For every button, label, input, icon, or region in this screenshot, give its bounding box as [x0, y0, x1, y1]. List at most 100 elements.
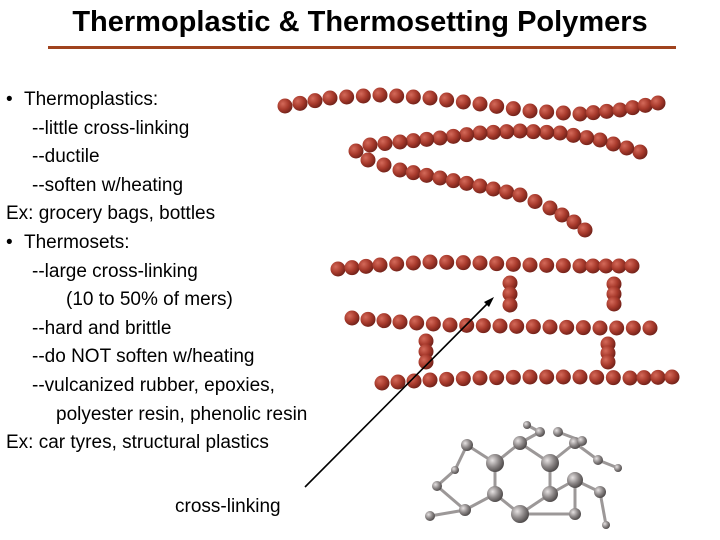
chain-bead: [575, 320, 591, 336]
chain-bead: [419, 167, 435, 183]
chain-bead: [625, 100, 641, 116]
molecule-atom: [425, 511, 435, 521]
chain-bead: [609, 320, 625, 336]
chain-bead: [492, 318, 508, 334]
chain-bead: [376, 157, 392, 173]
chain-bead: [442, 317, 458, 333]
chain-bead: [439, 92, 455, 108]
chain-bead: [472, 370, 488, 386]
chain-bead: [539, 369, 555, 385]
sub-item: --soften w/heating: [32, 174, 184, 196]
chain-bead: [499, 184, 515, 200]
chain-bead: [592, 320, 608, 336]
chain-bead: [542, 200, 558, 216]
chain-bead: [372, 257, 388, 273]
chain-bead: [522, 257, 538, 273]
chain-bead: [374, 375, 390, 391]
chain-bead: [322, 90, 338, 106]
chain-bead: [502, 297, 518, 313]
chain-bead: [418, 333, 434, 349]
chain-bead: [642, 320, 658, 336]
molecule-atom: [535, 427, 545, 437]
chain-bead: [600, 354, 616, 370]
chain-bead: [585, 258, 601, 274]
chain-bead: [512, 187, 528, 203]
chain-bead: [330, 261, 346, 277]
chain-bead: [542, 319, 558, 335]
bullet-marker: •: [6, 89, 13, 110]
cross-linked-molecule: [425, 421, 622, 529]
molecule-atom: [459, 504, 471, 516]
chain-bead: [439, 371, 455, 387]
title-underline: [48, 46, 676, 49]
chain-bead: [525, 124, 541, 140]
chain-bead: [432, 130, 448, 146]
chain-bead: [525, 319, 541, 335]
chain-bead: [555, 258, 571, 274]
chain-bead: [539, 257, 555, 273]
sub-item: --large cross-linking: [32, 260, 198, 282]
chain-bead: [459, 127, 475, 143]
chain-bead: [377, 136, 393, 151]
chain-bead: [422, 90, 438, 106]
polymer-chains: [277, 87, 680, 391]
chain-bead: [292, 95, 308, 111]
chain-bead: [505, 101, 521, 117]
chain-bead: [422, 254, 438, 270]
chain-bead: [509, 318, 525, 334]
chain-bead: [358, 258, 374, 274]
chain-bead: [505, 369, 521, 385]
molecule-atom: [614, 464, 622, 472]
chain-bead: [632, 144, 648, 160]
molecule-atom: [569, 508, 581, 520]
chain-bead: [392, 314, 408, 330]
chain-bead: [566, 214, 582, 230]
sub-item: --ductile: [32, 146, 100, 168]
molecule-atom: [523, 421, 531, 429]
chain-bead: [485, 181, 501, 197]
chain-bead: [554, 207, 570, 223]
chain-bead: [455, 255, 471, 271]
chain-bead: [624, 258, 640, 274]
chain-bead: [362, 137, 378, 153]
chain-bead: [605, 370, 621, 386]
chain-bead: [559, 319, 575, 335]
chain-bead: [605, 136, 621, 152]
molecule-bond: [436, 484, 466, 512]
chain-bead: [405, 89, 421, 105]
molecule-atom: [577, 436, 587, 446]
chain-bead: [432, 170, 448, 186]
chain-bead: [650, 95, 666, 111]
chain-bead: [606, 296, 622, 312]
chain-bead: [445, 128, 461, 144]
chain-bead: [585, 105, 601, 121]
chain-bead: [502, 286, 518, 302]
chain-bead: [405, 255, 421, 271]
slide-title: Thermoplastic & Thermosetting Polymers: [72, 6, 648, 38]
example-line: Ex: car tyres, structural plastics: [6, 432, 269, 454]
chain-bead: [277, 98, 293, 114]
chain-bead: [625, 320, 641, 336]
chain-bead: [599, 103, 615, 119]
chain-bead: [489, 370, 505, 386]
chain-bead: [390, 374, 406, 390]
sub-sub-item: polyester resin, phenolic resin: [56, 403, 308, 425]
chain-bead: [611, 258, 627, 274]
bullet-list: •Thermoplastics: --little cross-linking …: [6, 86, 307, 458]
chain-bead: [598, 258, 614, 274]
chain-bead: [539, 124, 555, 140]
chain-bead: [360, 311, 376, 327]
molecule-atom: [553, 427, 563, 437]
chain-bead: [612, 102, 628, 118]
sub-item: --hard and brittle: [32, 317, 172, 339]
bullet-marker: •: [6, 231, 13, 253]
molecule-atom: [602, 521, 610, 529]
chain-bead: [572, 369, 588, 385]
chain-bead: [472, 125, 488, 141]
chain-bead: [422, 372, 438, 388]
chain-bead: [552, 125, 568, 141]
chain-bead: [389, 88, 405, 104]
molecule-atom: [451, 466, 459, 474]
chain-bead: [592, 132, 608, 148]
